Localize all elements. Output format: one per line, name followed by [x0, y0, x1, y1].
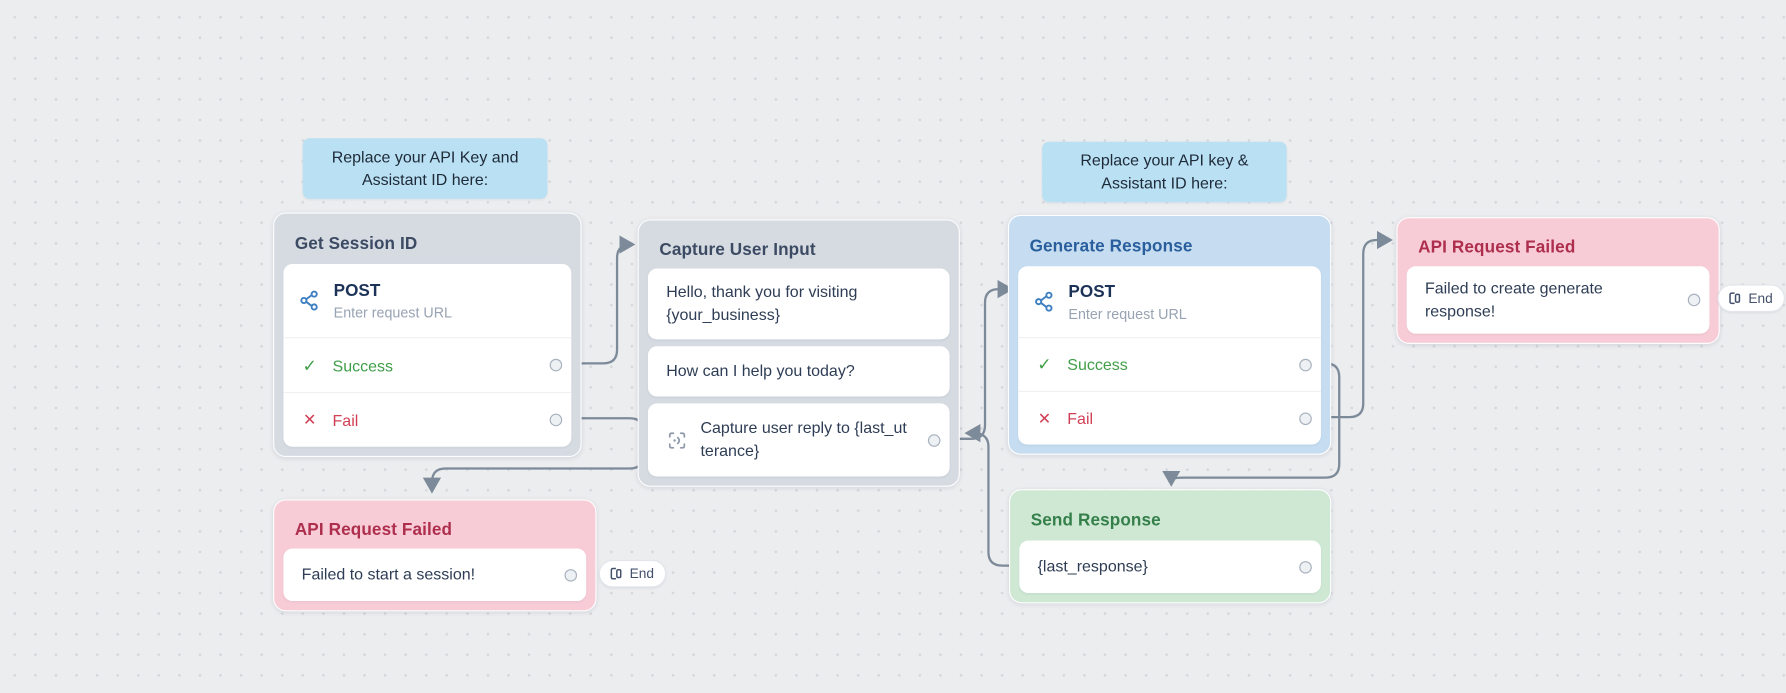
block-title: Send Response — [1030, 510, 1161, 530]
message-card[interactable]: {last_response} — [1019, 540, 1321, 594]
block-title: Capture User Input — [659, 239, 816, 259]
block-title: Get Session ID — [294, 233, 418, 254]
message-card-1[interactable]: Hello, thank you for visiting {your_busi… — [647, 268, 950, 340]
api-request-row[interactable]: POST Enter request URL — [1018, 266, 1321, 337]
message-port[interactable] — [1687, 293, 1701, 307]
success-row[interactable]: ✓ Success — [1018, 337, 1321, 391]
success-label: Success — [1067, 355, 1128, 374]
capture-port[interactable] — [927, 433, 941, 447]
end-node-session[interactable]: End — [598, 559, 667, 588]
api-icon — [1034, 291, 1055, 312]
fail-row[interactable]: ✕ Fail — [283, 391, 572, 447]
message-text: Hello, thank you for visiting {your_busi… — [666, 282, 858, 324]
block-api-request-failed-generate[interactable]: API Request Failed Failed to create gene… — [1396, 217, 1720, 345]
message-text: {last_response} — [1037, 556, 1148, 576]
end-label: End — [1748, 290, 1773, 307]
message-port[interactable] — [564, 568, 578, 582]
block-title: API Request Failed — [294, 519, 453, 539]
api-url-placeholder: Enter request URL — [333, 304, 452, 321]
block-send-response[interactable]: Send Response {last_response} — [1009, 489, 1332, 604]
success-port[interactable] — [549, 358, 563, 372]
api-card[interactable]: POST Enter request URL ✓ Success ✕ Fail — [283, 263, 572, 447]
message-text: Failed to create generate response! — [1424, 278, 1603, 320]
block-title: API Request Failed — [1418, 237, 1576, 257]
block-get-session-id[interactable]: Get Session ID POST Enter request URL ✓ … — [273, 212, 582, 458]
connection-generate-fail-to-apifailed2[interactable] — [1307, 230, 1393, 419]
success-port[interactable] — [1299, 358, 1312, 371]
note-text: Replace your API key & Assistant ID here… — [1080, 150, 1249, 193]
sticky-note-api-key-1[interactable]: Replace your API Key and Assistant ID he… — [302, 138, 548, 199]
connection-generate-success-to-send[interactable] — [1162, 362, 1341, 487]
block-generate-response[interactable]: Generate Response POST Enter request URL… — [1007, 214, 1332, 455]
end-icon — [609, 567, 623, 581]
fail-label: Fail — [332, 410, 359, 430]
cross-icon: ✕ — [302, 410, 317, 429]
api-method: POST — [1068, 281, 1116, 302]
message-text: How can I help you today? — [666, 361, 855, 380]
end-label: End — [629, 565, 655, 582]
fail-label: Fail — [1067, 409, 1094, 428]
capture-icon — [666, 430, 687, 449]
message-card[interactable]: Failed to create generate response! — [1406, 266, 1710, 334]
api-method: POST — [333, 280, 381, 300]
message-card-2[interactable]: How can I help you today? — [647, 346, 950, 397]
api-request-row[interactable]: POST Enter request URL — [283, 264, 571, 337]
success-row[interactable]: ✓ Success — [283, 337, 572, 392]
check-icon: ✓ — [302, 355, 317, 376]
fail-port[interactable] — [549, 413, 563, 427]
note-text: Replace your API Key and Assistant ID he… — [331, 147, 519, 189]
block-api-request-failed-session[interactable]: API Request Failed Failed to start a ses… — [273, 499, 597, 612]
api-card[interactable]: POST Enter request URL ✓ Success ✕ Fail — [1018, 266, 1321, 445]
message-card[interactable]: Failed to start a session! — [283, 548, 587, 602]
api-icon — [299, 290, 320, 311]
connection-send-to-capture-loop[interactable] — [964, 423, 1022, 567]
message-port[interactable] — [1299, 560, 1312, 574]
connection-success-to-capture[interactable] — [558, 235, 636, 365]
block-title: Generate Response — [1029, 235, 1193, 256]
block-capture-user-input[interactable]: Capture User Input Hello, thank you for … — [637, 219, 960, 487]
end-node-generate[interactable]: End — [1717, 284, 1786, 312]
capture-card[interactable]: Capture user reply to {last_utterance} — [647, 403, 950, 477]
check-icon: ✓ — [1037, 355, 1052, 375]
sticky-note-api-key-2[interactable]: Replace your API key & Assistant ID here… — [1042, 141, 1287, 202]
capture-text: Capture user reply to {last_utterance} — [700, 418, 907, 460]
success-label: Success — [332, 355, 393, 375]
fail-port[interactable] — [1299, 411, 1312, 425]
api-url-placeholder: Enter request URL — [1068, 305, 1187, 322]
end-icon — [1728, 291, 1742, 305]
fail-row[interactable]: ✕ Fail — [1018, 390, 1321, 445]
cross-icon: ✕ — [1037, 408, 1052, 427]
message-text: Failed to start a session! — [301, 564, 476, 584]
